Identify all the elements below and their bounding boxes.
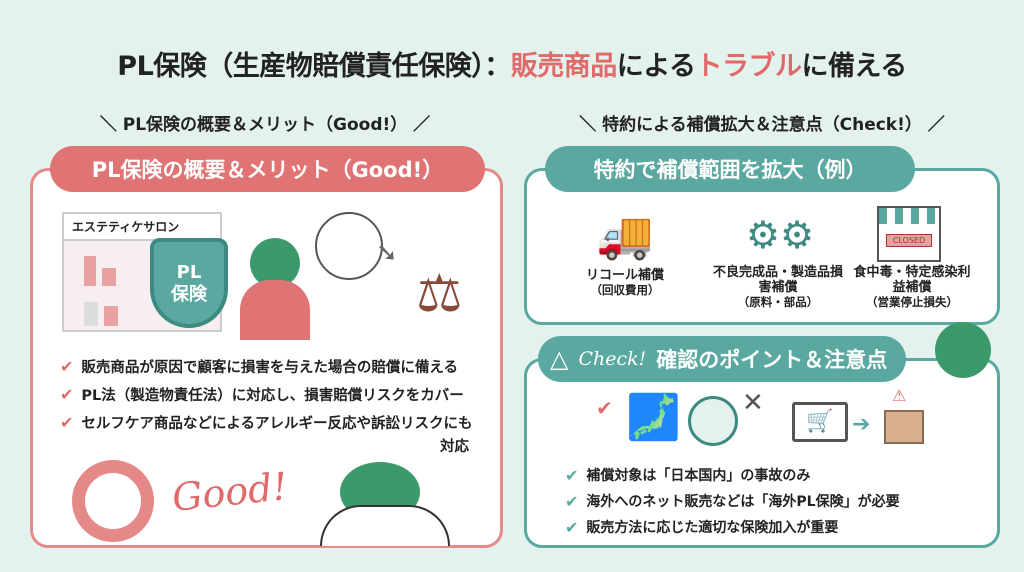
pill-text: 確認のポイント＆注意点 bbox=[656, 348, 888, 372]
arrow-right-icon: ➔ bbox=[852, 412, 871, 437]
left-pill-heading: PL保険の概要＆メリット（Good!） bbox=[50, 146, 485, 192]
japan-map-icon: 🗾 bbox=[626, 392, 681, 443]
title-text: による bbox=[616, 51, 696, 82]
recall-label: リコール補償（回収費用） bbox=[560, 268, 690, 298]
food-poisoning-label: 食中毒・特定感染利益補償（営業停止損失） bbox=[852, 265, 972, 310]
computer-cart-icon: 🛒 bbox=[792, 402, 848, 442]
right-bullet-list: ✔ 補償対象は「日本国内」の事故のみ ✔ 海外へのネット販売などは「海外PL保険」が… bbox=[565, 462, 900, 540]
left-bullet-list: ✔ 販売商品が原因で顧客に損害を与えた場合の賠償に備える ✔ PL法（製造物責任法）… bbox=[60, 352, 472, 436]
item-note: （回収費用） bbox=[590, 283, 660, 297]
title-highlight: トラブル bbox=[695, 51, 803, 82]
salon-sign: エステティケサロン bbox=[64, 214, 220, 241]
warning-triangle-icon: △ bbox=[550, 345, 569, 373]
list-item: ✔ 販売商品が原因で顧客に損害を与えた場合の賠償に備える bbox=[60, 352, 472, 380]
truck-icon: 🚚 bbox=[596, 208, 654, 262]
right-top-pill-heading: 特約で補償範囲を拡大（例） bbox=[545, 146, 915, 192]
check-icon: ✔ bbox=[565, 517, 579, 537]
title-text: PL保険（生産物賠償責任保険）： bbox=[117, 51, 511, 82]
gears-icon: ⚙⚙ bbox=[745, 213, 815, 257]
bullet-text: PL法（製造物責任法）に対応し、損害賠償リスクをカバー bbox=[81, 387, 464, 404]
bullet-text: 補償対象は「日本国内」の事故のみ bbox=[586, 468, 811, 484]
title-text: に備える bbox=[801, 51, 908, 82]
right-subheading: ＼ 特約による補償拡大＆注意点（Check!） ／ bbox=[579, 115, 945, 135]
list-item: ✔ PL法（製造物責任法）に対応し、損害賠償リスクをカバー bbox=[60, 380, 472, 408]
bullet-text-continued: 対応 bbox=[440, 439, 469, 455]
woman-body bbox=[240, 280, 310, 340]
item-note: （営業停止損失） bbox=[866, 295, 958, 309]
bullet-text: 販売商品が原因で顧客に損害を与えた場合の賠償に備える bbox=[81, 359, 458, 376]
list-item: ✔ 販売方法に応じた適切な保険加入が重要 bbox=[565, 514, 900, 540]
item-note: （原料・部品） bbox=[737, 295, 819, 309]
closed-shop-icon: CLOSED bbox=[877, 206, 941, 262]
thinking-woman-illustration bbox=[935, 322, 991, 378]
defect-label: 不良完成品・製造品損害補償（原料・部品） bbox=[710, 265, 846, 310]
woman-illustration bbox=[250, 238, 300, 288]
item-label: 不良完成品・製造品損害補償 bbox=[712, 265, 843, 295]
bullet-text: セルフケア商品などによるアレルギー反応や訴訟リスクにも bbox=[81, 415, 473, 432]
list-item: ✔ セルフケア商品などによるアレルギー反応や訴訟リスクにも bbox=[60, 408, 472, 436]
box-icon bbox=[884, 410, 924, 444]
woman-body bbox=[320, 505, 450, 546]
check-icon: ✔ bbox=[596, 396, 613, 420]
left-subheading: ＼ PL保険の概要＆メリット（Good!） ／ bbox=[99, 115, 431, 135]
globe-icon bbox=[688, 396, 738, 446]
bullet-text: 販売方法に応じた適切な保険加入が重要 bbox=[586, 520, 839, 536]
alert-icon: ⚠ bbox=[892, 386, 907, 405]
check-icon: ✔ bbox=[60, 356, 74, 376]
right-bottom-panel bbox=[524, 358, 1000, 548]
gavel-icon: ⚖ bbox=[416, 264, 463, 324]
shield-icon: PL 保険 bbox=[150, 238, 228, 328]
item-label: 食中毒・特定感染利益補償 bbox=[853, 265, 971, 295]
salon-shelf-illustration: エステティケサロン bbox=[62, 212, 222, 332]
check-icon: ✔ bbox=[60, 384, 74, 404]
check-icon: ✔ bbox=[565, 465, 579, 485]
item-label: リコール補償 bbox=[585, 268, 664, 283]
check-icon: ✔ bbox=[60, 412, 74, 432]
list-item: ✔ 補償対象は「日本国内」の事故のみ bbox=[565, 462, 900, 488]
circle-ok-icon bbox=[72, 460, 154, 542]
title-highlight: 販売商品 bbox=[510, 51, 618, 82]
cross-icon: ✕ bbox=[742, 388, 764, 418]
check-icon: ✔ bbox=[565, 491, 579, 511]
allergy-bubble-icon bbox=[315, 212, 383, 280]
bullet-text: 海外へのネット販売などは「海外PL保険」が必要 bbox=[586, 494, 900, 510]
right-bottom-pill-heading: △ Check! 確認のポイント＆注意点 bbox=[538, 336, 906, 382]
arrow-icon: ➘ bbox=[376, 238, 398, 268]
check-label: Check! bbox=[578, 348, 647, 370]
closed-sign: CLOSED bbox=[886, 234, 932, 247]
page-title: PL保険（生産物賠償責任保険）：販売商品によるトラブルに備える bbox=[0, 44, 1024, 83]
list-item: ✔ 海外へのネット販売などは「海外PL保険」が必要 bbox=[565, 488, 900, 514]
